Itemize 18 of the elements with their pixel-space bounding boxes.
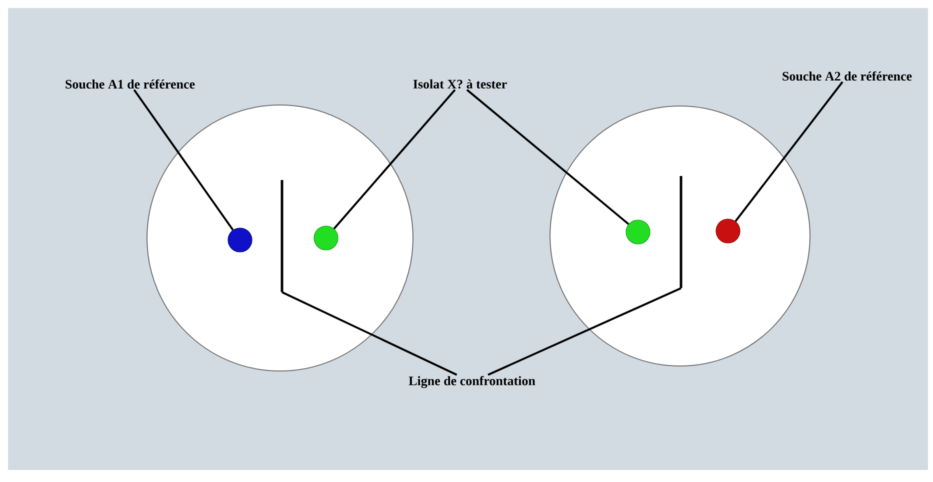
leader-line: [282, 291, 458, 376]
confrontation-line: [680, 176, 682, 288]
label-text: Souche A2 de référence: [782, 71, 912, 81]
leader-line: [466, 89, 630, 225]
colony-dot: [626, 220, 650, 244]
leader-line: [333, 89, 456, 230]
label-text: Ligne de confrontation: [408, 376, 536, 388]
petri-dish: [146, 104, 414, 372]
colony-dot: [716, 218, 740, 244]
leader-line: [488, 287, 682, 376]
colony-dot: [314, 226, 338, 250]
colony-dot: [228, 228, 252, 252]
label-text: Souche A1 de référence: [66, 79, 195, 89]
petri-dish: [550, 106, 810, 366]
leader-line: [734, 81, 844, 222]
confrontation-line: [280, 180, 284, 292]
leader-line: [133, 89, 234, 231]
label-text: Isolat X? à tester: [413, 79, 507, 89]
